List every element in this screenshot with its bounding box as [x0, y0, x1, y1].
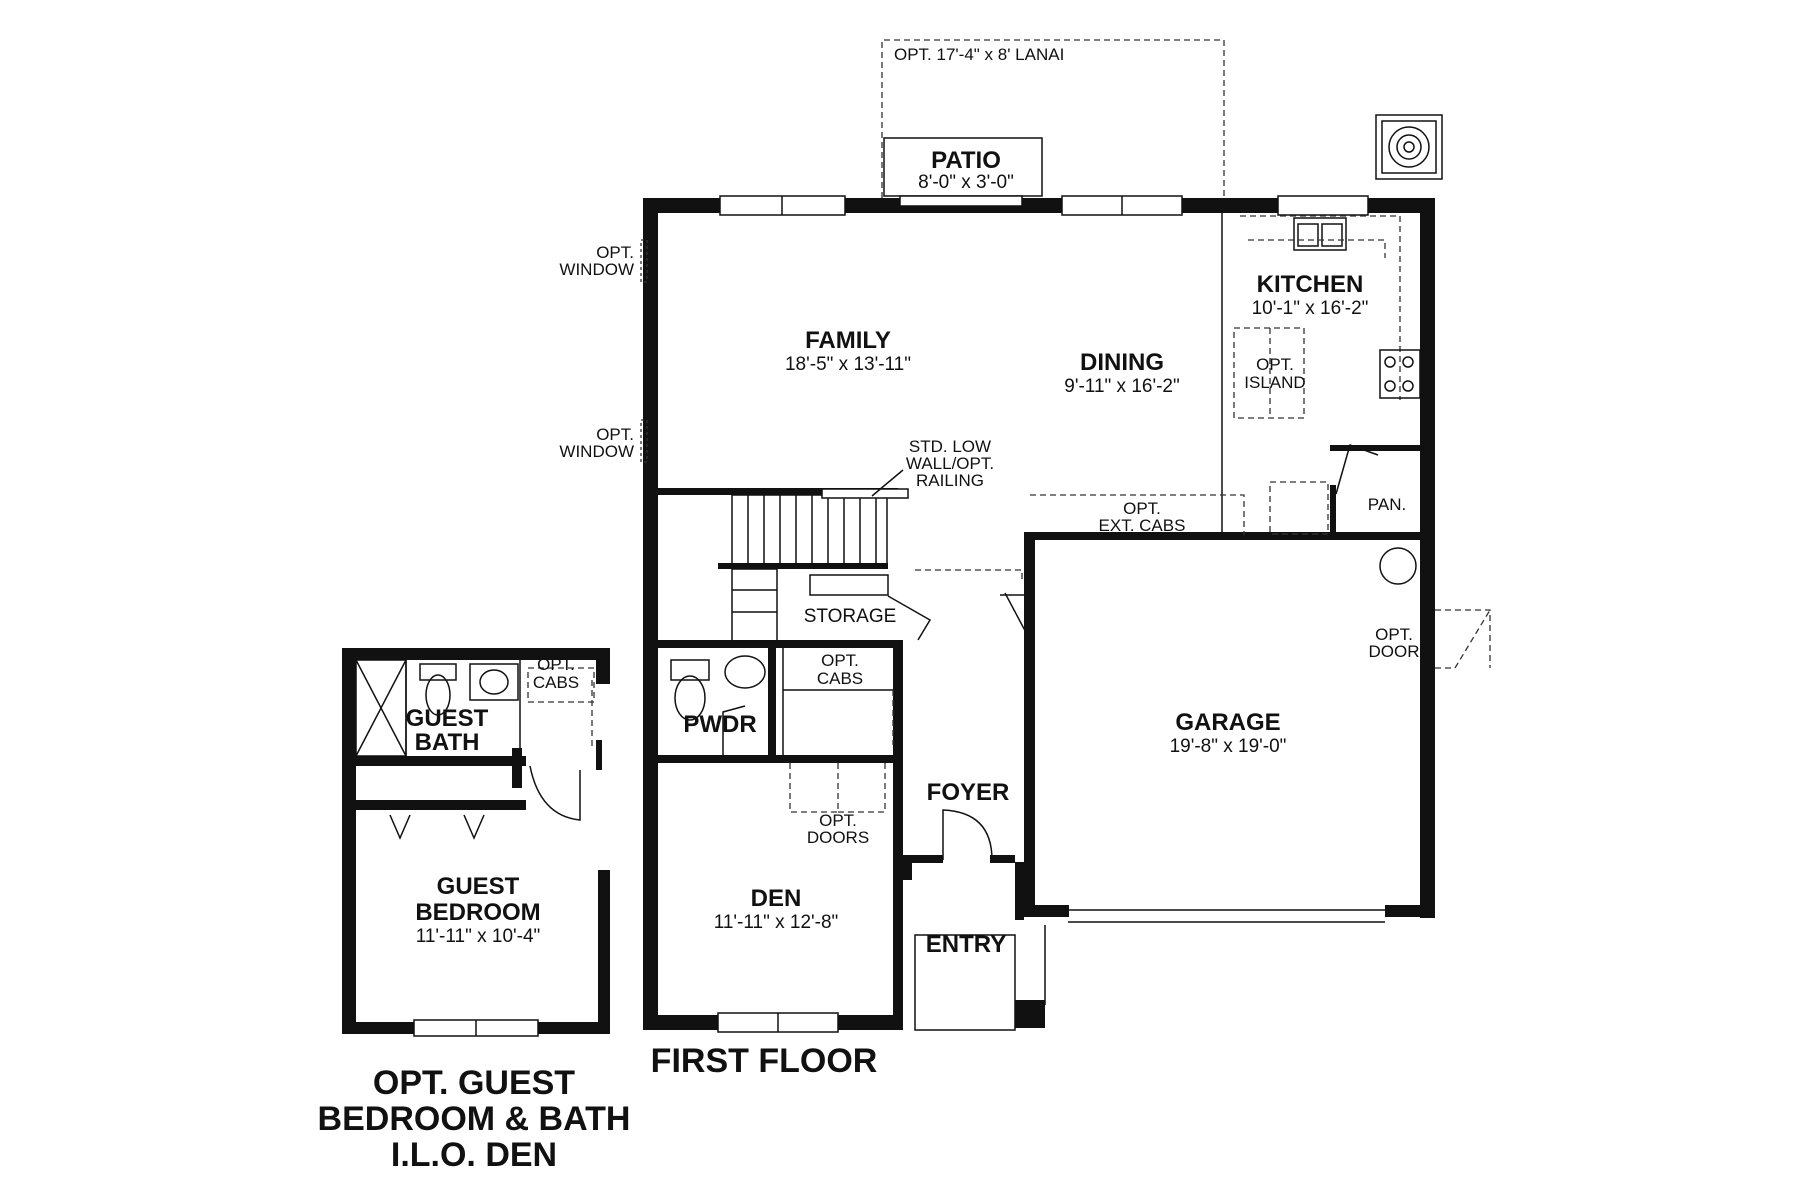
storage-label: STORAGE	[804, 606, 897, 627]
ext-cabs-line1: OPT.	[1123, 499, 1161, 518]
caption-line3: I.L.O. DEN	[391, 1136, 557, 1174]
den-label: DEN	[751, 885, 802, 912]
powder-room-fixtures	[670, 648, 894, 813]
family-label: FAMILY	[805, 327, 891, 354]
ac-unit-icon	[1375, 114, 1443, 180]
opt-doors-line2: DOORS	[807, 828, 869, 847]
patio-dimensions: 8'-0" x 3'-0"	[918, 172, 1014, 193]
guest-cabs-line1: OPT.	[537, 655, 575, 674]
powder-label: PWDR	[683, 711, 756, 738]
caption-line1: OPT. GUEST	[373, 1064, 575, 1102]
opt-door-line1: OPT.	[1375, 625, 1413, 644]
opt-window-upper-line2: WINDOW	[559, 260, 634, 279]
garage-label: GARAGE	[1175, 709, 1280, 736]
first-floor-title: FIRST FLOOR	[651, 1042, 878, 1080]
opt-door-line2: DOOR	[1369, 642, 1420, 661]
guest-bath-fixtures	[355, 659, 595, 840]
kitchen-label: KITCHEN	[1257, 271, 1364, 298]
opt-cabs-line2: CABS	[817, 669, 863, 688]
low-wall-line2: WALL/OPT.	[906, 454, 994, 473]
dining-dimensions: 9'-11" x 16'-2"	[1064, 376, 1179, 397]
guest-suite-walls	[342, 648, 610, 1037]
guest-bath-line1: GUEST	[406, 705, 489, 732]
foyer-label: FOYER	[927, 779, 1010, 806]
caption-line2: BEDROOM & BATH	[318, 1100, 631, 1138]
family-dimensions: 18'-5" x 13'-11"	[785, 354, 911, 375]
guest-bedroom-line2: BEDROOM	[415, 899, 540, 926]
pantry-label: PAN.	[1368, 495, 1406, 514]
opt-window-lower-line1: OPT.	[596, 425, 634, 444]
patio-label: PATIO	[931, 147, 1001, 174]
opt-cabs-line1: OPT.	[821, 651, 859, 670]
opt-island-line1: OPT.	[1256, 355, 1294, 374]
opt-window-upper-line1: OPT.	[596, 243, 634, 262]
low-wall-line3: RAILING	[916, 471, 984, 490]
low-wall-line1: STD. LOW	[909, 437, 991, 456]
guest-bath-line2: BATH	[415, 729, 480, 756]
kitchen-fixtures	[1030, 213, 1421, 535]
kitchen-dimensions: 10'-1" x 16'-2"	[1252, 298, 1369, 319]
opt-window-lower-line2: WINDOW	[559, 442, 634, 461]
lanai-label: OPT. 17'-4" x 8' LANAI	[894, 45, 1064, 64]
garage-dimensions: 19'-8" x 19'-0"	[1170, 736, 1287, 757]
stairs	[731, 469, 1023, 642]
den-dimensions: 11'-11" x 12'-8"	[714, 912, 839, 933]
entry-label: ENTRY	[926, 931, 1006, 958]
guest-bedroom-line1: GUEST	[437, 873, 520, 900]
opt-island-line2: ISLAND	[1244, 373, 1305, 392]
dining-label: DINING	[1080, 349, 1164, 376]
guest-cabs-line2: CABS	[533, 673, 579, 692]
ext-cabs-line2: EXT. CABS	[1099, 516, 1186, 535]
main-walls	[643, 198, 1435, 1030]
guest-bedroom-dimensions: 11'-11" x 10'-4"	[416, 926, 541, 947]
windows	[640, 195, 1369, 1033]
entry-fixtures	[914, 547, 1491, 1031]
opt-doors-line1: OPT.	[819, 811, 857, 830]
